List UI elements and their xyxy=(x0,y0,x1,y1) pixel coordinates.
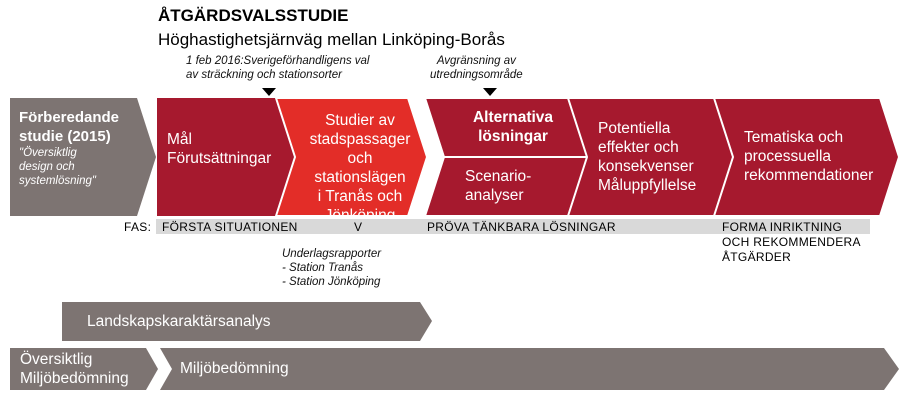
phase-recommend-line1: FORMA INRIKTNING xyxy=(722,220,843,234)
note-decision-line2: av sträckning och stationsorter xyxy=(186,69,342,81)
landscape-analysis-shape xyxy=(62,302,432,341)
step-station-studies-line1: Studier av xyxy=(325,112,395,129)
step-effects: Potentiella effekter och konsekvenser Må… xyxy=(598,119,696,195)
note-marker-left xyxy=(262,88,276,96)
step-station-studies: Studier av stadspassager och stationsläg… xyxy=(300,111,420,225)
step-alternatives-bottom: Scenario- analyser xyxy=(465,167,531,205)
step-station-studies-line2: stadspassager xyxy=(309,131,411,148)
preliminary-title-line1: Förberedande xyxy=(19,109,120,126)
step-station-studies-line4: i Tranås och xyxy=(317,188,403,205)
step-alternatives-top-line1: Alternativa xyxy=(472,109,554,126)
note-decision-line1: 1 feb 2016:Sverigeförhandligens val xyxy=(186,55,370,67)
phase-marker: V xyxy=(354,220,363,234)
phase-test-solutions: PRÖVA TÄNKBARA LÖSNINGAR xyxy=(427,220,616,234)
phase-first-situation: FÖRSTA SITUATIONEN xyxy=(162,220,298,234)
preliminary-study-shape xyxy=(10,98,156,216)
phase-label: FAS: xyxy=(124,220,152,234)
overview-assessment-label: Översiktlig Miljöbedömning xyxy=(20,350,129,388)
step-goals-shape xyxy=(157,98,297,216)
step-alternatives-bottom-line1: Scenario- xyxy=(465,168,532,185)
step-recommendations-shape xyxy=(712,97,901,217)
phase-recommend-line3: ÅTGÄRDER xyxy=(722,250,792,264)
preliminary-study: Förberedande studie (2015) "Översiktlig … xyxy=(19,108,144,188)
step-recommendations-line1: Tematiska och xyxy=(744,129,844,146)
reports-line2: - Station Tranås xyxy=(282,262,363,274)
step-station-studies-shape xyxy=(274,97,429,217)
preliminary-sub-line3: systemlösning" xyxy=(19,175,96,187)
step-alternatives-top: Alternativa lösningar xyxy=(448,108,578,146)
step-effects-line2: effekter och xyxy=(598,139,679,156)
overview-assessment-line2: Miljöbedömning xyxy=(20,370,129,387)
preliminary-sub-line2: design och xyxy=(19,161,75,173)
preliminary-sub-line1: "Översiktlig xyxy=(19,147,77,159)
step-goals-line1: Mål xyxy=(167,131,192,148)
reports-line3: - Station Jönköping xyxy=(282,276,381,288)
page-title: ÅTGÄRDSVALSSTUDIE xyxy=(158,6,349,25)
preliminary-title-line2: studie (2015) xyxy=(19,128,111,145)
phase-bar xyxy=(156,219,870,234)
step-effects-line3: konsekvenser xyxy=(598,158,694,175)
step-recommendations-line3: rekommendationer xyxy=(744,167,874,184)
reports-line1: Underlagsrapporter xyxy=(282,248,382,260)
step-alternatives-top-line2: lösningar xyxy=(478,128,548,145)
step-goals: Mål Förutsättningar xyxy=(167,130,271,168)
note-scope-line2: utredningsområde xyxy=(430,69,523,81)
overview-assessment-shape xyxy=(10,348,158,390)
note-scope: Avgränsning av utredningsområde xyxy=(430,54,523,82)
phase-recommend-line2: OCH REKOMMENDERA xyxy=(722,235,861,249)
page-subtitle: Höghastighetsjärnväg mellan Linköping-Bo… xyxy=(158,30,505,49)
note-marker-right xyxy=(483,88,497,96)
step-effects-line4: Måluppfyllelse xyxy=(598,177,697,194)
step-recommendations: Tematiska och processuella rekommendatio… xyxy=(744,128,873,185)
environmental-assessment-label: Miljöbedömning xyxy=(180,360,289,377)
step-goals-line2: Förutsättningar xyxy=(167,150,272,167)
step-alternatives-bottom-line2: analyser xyxy=(465,187,524,204)
step-station-studies-line3: och stationslägen xyxy=(314,150,406,186)
step-recommendations-line2: processuella xyxy=(744,148,832,165)
note-scope-line1: Avgränsning av xyxy=(436,55,516,67)
phase-recommend: FORMA INRIKTNING OCH REKOMMENDERA ÅTGÄRD… xyxy=(722,220,861,265)
environmental-assessment-shape xyxy=(160,348,899,390)
reports-note: Underlagsrapporter - Station Tranås - St… xyxy=(282,247,381,289)
landscape-analysis-label: Landskapskaraktärsanalys xyxy=(87,313,271,330)
step-effects-line1: Potentiella xyxy=(598,120,671,137)
overview-assessment-line1: Översiktlig xyxy=(20,351,93,368)
note-decision: 1 feb 2016:Sverigeförhandligens val av s… xyxy=(186,54,370,82)
